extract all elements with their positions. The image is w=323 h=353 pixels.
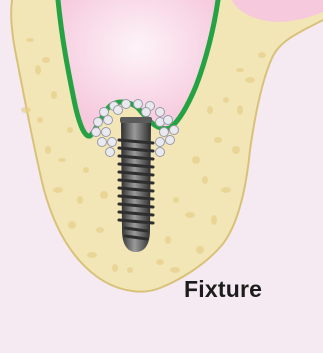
graft-granule	[166, 136, 175, 145]
bone-speckle	[170, 267, 180, 273]
bone-speckle	[83, 167, 89, 173]
bone-speckle	[53, 187, 63, 193]
fixture-label: Fixture	[184, 276, 262, 303]
graft-granule	[170, 126, 179, 135]
bone-speckle	[192, 156, 200, 164]
implant-fixture-platform	[120, 117, 152, 123]
bone-speckle	[67, 127, 73, 133]
bone-speckle	[26, 38, 34, 42]
bone-speckle	[112, 264, 118, 272]
bone-speckle	[21, 107, 31, 113]
bone-speckle	[221, 187, 231, 193]
implant-fixture	[119, 117, 153, 252]
graft-granule	[156, 138, 165, 147]
graft-granule	[134, 100, 143, 109]
bone-speckle	[232, 146, 240, 154]
graft-granule	[114, 106, 123, 115]
bone-speckle	[45, 146, 51, 154]
bone-speckle	[58, 158, 66, 162]
bone-speckle	[156, 259, 164, 265]
bone-speckle	[211, 215, 217, 225]
bone-speckle	[35, 65, 41, 75]
bone-speckle	[223, 97, 229, 103]
bone-speckle	[68, 221, 76, 229]
bone-speckle	[127, 267, 133, 273]
graft-granule	[102, 128, 111, 137]
bone-speckle	[37, 117, 43, 123]
bone-speckle	[214, 137, 222, 143]
bone-speckle	[51, 91, 57, 99]
bone-speckle	[42, 57, 50, 63]
bone-speckle	[96, 227, 104, 233]
bone-speckle	[185, 212, 195, 218]
graft-granule	[92, 128, 101, 137]
bone-speckle	[202, 176, 208, 184]
bone-speckle	[165, 236, 171, 244]
graft-granule	[122, 100, 131, 109]
graft-granule	[156, 148, 165, 157]
graft-granule	[94, 118, 103, 127]
bone-speckle	[237, 105, 243, 115]
graft-granule	[164, 116, 173, 125]
graft-granule	[142, 108, 151, 117]
bone-speckle	[173, 197, 179, 203]
graft-granule	[106, 148, 115, 157]
bone-speckle	[87, 252, 97, 258]
graft-granule	[104, 116, 113, 125]
bone-speckle	[236, 68, 244, 72]
bone-speckle	[196, 246, 204, 254]
bone-speckle	[258, 52, 266, 58]
graft-granule	[108, 138, 117, 147]
bone-speckle	[100, 191, 108, 199]
bone-speckle	[245, 77, 255, 83]
bone-speckle	[77, 196, 83, 204]
graft-granule	[160, 128, 169, 137]
bone-speckle	[207, 106, 213, 114]
graft-granule	[98, 138, 107, 147]
graft-granule	[156, 108, 165, 117]
